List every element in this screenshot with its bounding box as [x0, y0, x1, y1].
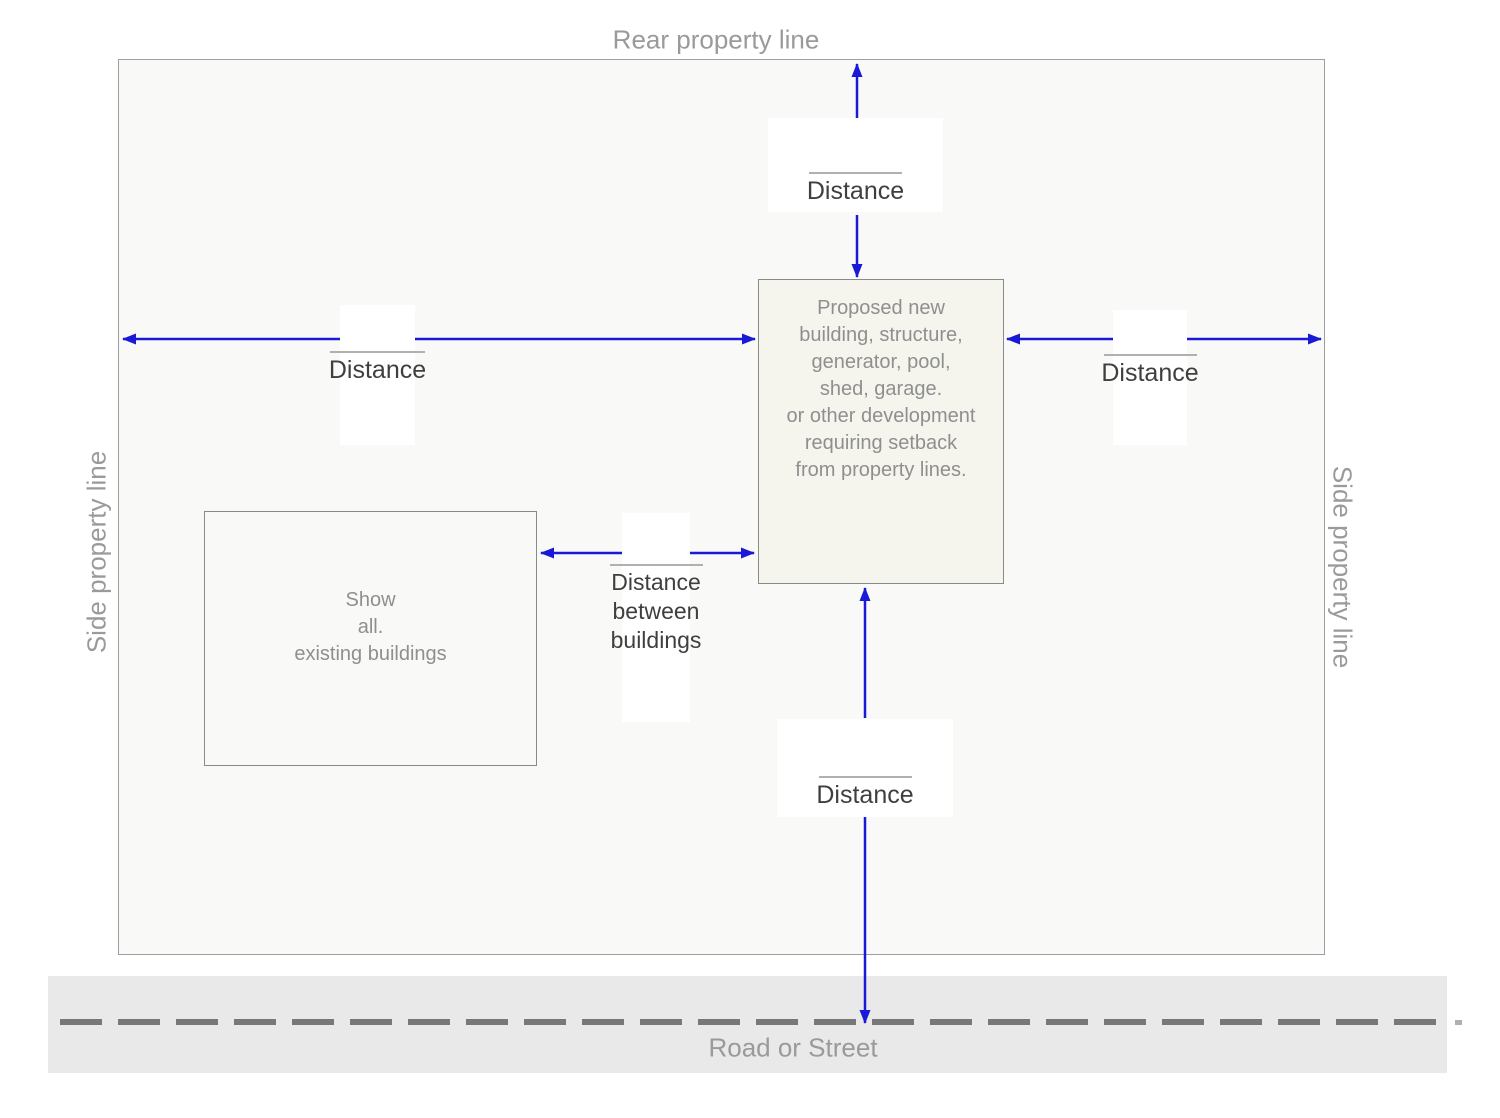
road-center-dashed-line	[60, 1019, 1446, 1025]
proposed-building-text-line: Proposed new	[817, 297, 945, 319]
distance-label-rear: Distance	[768, 118, 943, 212]
property-boundary	[118, 59, 1325, 955]
distance-label-left: Distance	[329, 305, 426, 445]
existing-buildings-text-line: Show	[345, 589, 396, 611]
distance-blank-line	[330, 351, 425, 353]
rear-property-line-label: Rear property line	[612, 24, 820, 55]
existing-buildings-box: Show all. existing buildings	[204, 511, 537, 766]
distance-label-between-buildings: Distance between buildings	[609, 513, 703, 722]
side-property-line-label-right: Side property line	[1327, 465, 1358, 669]
proposed-building-text-line: from property lines.	[795, 459, 967, 481]
road-label: Road or Street	[708, 1032, 878, 1063]
distance-blank-line	[809, 172, 902, 174]
distance-blank-line	[1103, 354, 1197, 356]
distance-label-front: Distance	[777, 719, 953, 817]
proposed-building-text-line: requiring setback	[804, 432, 958, 454]
side-property-line-label-left: Side property line	[81, 450, 112, 654]
existing-buildings-text-line: all.	[357, 616, 384, 638]
proposed-building-box: Proposed new building, structure, genera…	[758, 279, 1004, 584]
distance-label-text: Distance	[328, 356, 427, 384]
distance-label-text: Distance	[816, 781, 914, 809]
distance-label-text: between	[612, 598, 700, 624]
proposed-building-text-line: generator, pool,	[811, 351, 951, 373]
existing-buildings-text-line: existing buildings	[294, 643, 447, 665]
distance-label-text: Distance	[611, 569, 701, 595]
proposed-building-text-line: building, structure,	[799, 324, 963, 346]
distance-blank-line	[609, 564, 703, 566]
distance-label-text: Distance	[806, 177, 905, 205]
distance-blank-line	[818, 776, 912, 778]
proposed-building-text-line: or other development	[786, 405, 976, 427]
distance-label-right: Distance	[1101, 310, 1199, 445]
distance-label-text: buildings	[610, 627, 702, 653]
road-dash-fragment	[1455, 1020, 1462, 1025]
distance-label-text: Distance	[1101, 359, 1199, 387]
proposed-building-text-line: shed, garage.	[819, 378, 943, 400]
